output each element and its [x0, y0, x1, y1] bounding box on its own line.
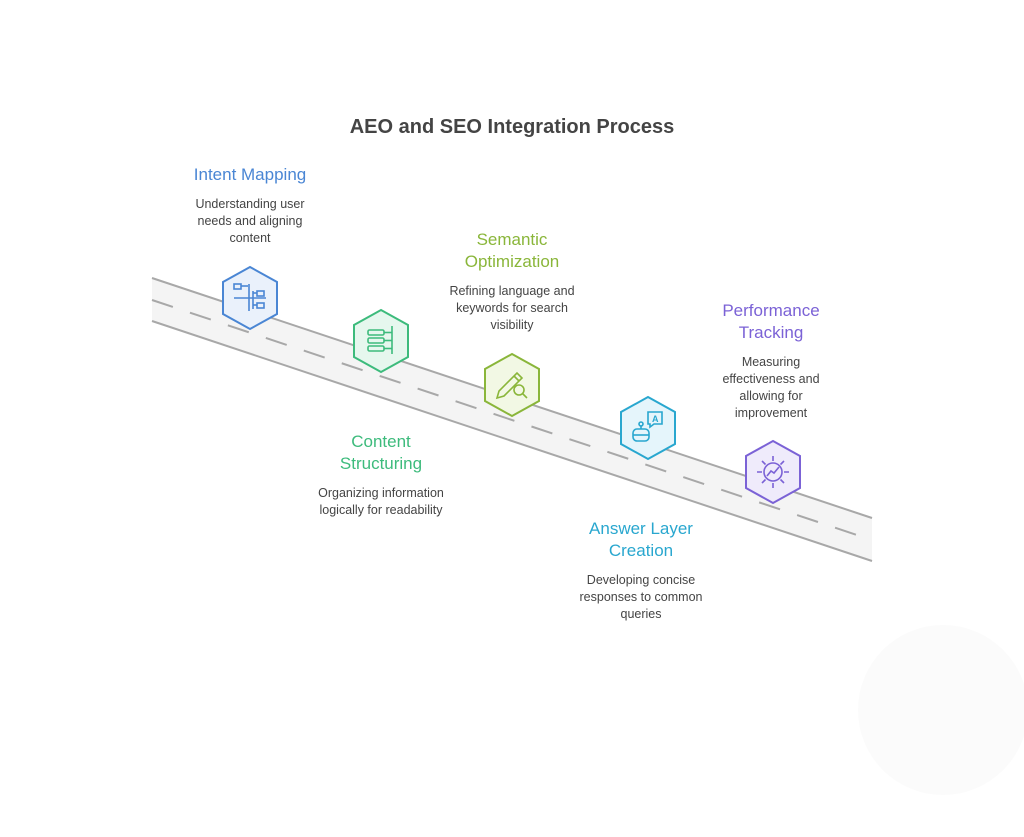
- background-circle: [858, 625, 1024, 795]
- road-edge-bottom: [151, 320, 873, 562]
- step-desc-answer-layer-creation: Developing concise responses to common q…: [579, 573, 703, 621]
- hexagon-answer-layer-creation: A: [620, 395, 676, 461]
- svg-text:A: A: [652, 414, 659, 424]
- list-structure-icon: [367, 326, 393, 354]
- hexagon-content-structuring: [353, 308, 409, 374]
- step-title-intent-mapping: Intent Mapping: [193, 165, 307, 184]
- step-title-answer-layer-creation: Answer Layer Creation: [589, 519, 693, 560]
- hexagon-semantic-optimization: [484, 352, 540, 418]
- step-desc-performance-tracking: Measuring effectiveness and allowing for…: [722, 355, 820, 420]
- hexagon-performance-tracking: [745, 439, 801, 505]
- road-center-dashes: [151, 299, 873, 541]
- chatbot-icon: A: [632, 411, 663, 442]
- step-title-semantic-optimization: Semantic Optimization: [464, 230, 560, 271]
- step-title-content-structuring: Content Structuring: [339, 432, 423, 473]
- hexagon-intent-mapping: [222, 265, 278, 331]
- step-desc-semantic-optimization: Refining language and keywords for searc…: [449, 284, 575, 332]
- pencil-search-icon: [495, 371, 528, 400]
- gear-chart-icon: [757, 456, 789, 488]
- diagram-title: AEO and SEO Integration Process: [349, 116, 675, 138]
- step-desc-content-structuring: Organizing information logically for rea…: [318, 486, 444, 517]
- hierarchy-icon: [233, 283, 266, 311]
- step-title-performance-tracking: Performance Tracking: [722, 301, 820, 342]
- step-desc-intent-mapping: Understanding user needs and aligning co…: [195, 197, 305, 245]
